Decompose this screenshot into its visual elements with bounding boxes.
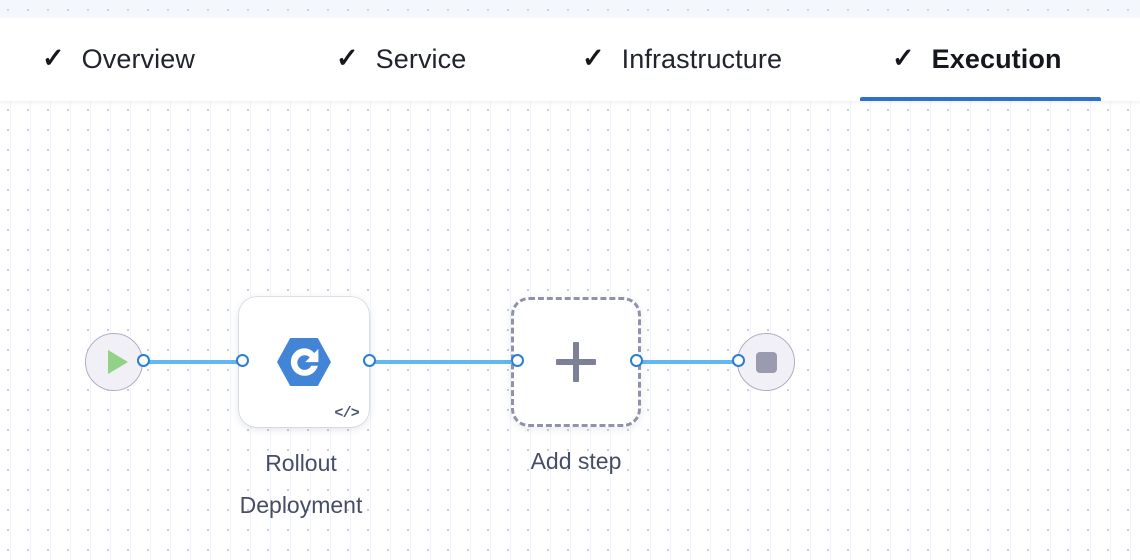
tab-execution[interactable]: ✓ Execution — [888, 18, 1066, 101]
check-icon: ✓ — [42, 43, 65, 73]
start-node[interactable] — [85, 333, 143, 391]
code-icon: </> — [334, 405, 359, 422]
pipeline-canvas[interactable]: </> Rollout Deployment Add step — [0, 101, 1140, 560]
active-tab-underline — [860, 97, 1101, 101]
add-step-node[interactable] — [511, 297, 641, 427]
end-node[interactable] — [737, 333, 795, 391]
rollout-deployment-label: Rollout Deployment — [239, 450, 363, 518]
pipeline-stage-tabs: ✓ Overview ✓ Service ✓ Infrastructure ✓ … — [0, 18, 1140, 101]
handle-rollout-source[interactable] — [363, 354, 376, 367]
check-icon: ✓ — [336, 43, 359, 73]
tab-infrastructure[interactable]: ✓ Infrastructure — [578, 18, 786, 101]
tab-overview[interactable]: ✓ Overview — [38, 18, 199, 101]
add-step-label: Add step — [530, 448, 622, 474]
edge-addstep-to-end — [636, 360, 738, 364]
plus-icon — [556, 342, 596, 382]
tab-execution-label: Execution — [931, 44, 1062, 74]
check-icon: ✓ — [892, 43, 915, 73]
edge-rollout-to-addstep — [369, 360, 517, 364]
handle-addstep-source[interactable] — [630, 354, 643, 367]
rollout-deployment-icon — [277, 338, 331, 386]
handle-start-source[interactable] — [137, 354, 150, 367]
play-icon — [107, 350, 128, 374]
top-canvas-strip — [0, 0, 1140, 18]
edge-start-to-rollout — [143, 360, 243, 364]
handle-rollout-target[interactable] — [236, 354, 249, 367]
stop-icon — [755, 351, 777, 373]
tab-infrastructure-label: Infrastructure — [621, 44, 783, 74]
tab-overview-label: Overview — [81, 44, 195, 74]
handle-end-target[interactable] — [732, 354, 745, 367]
check-icon: ✓ — [582, 43, 605, 73]
rollout-deployment-node[interactable]: </> — [239, 297, 369, 427]
tab-service[interactable]: ✓ Service — [332, 18, 470, 101]
handle-addstep-target[interactable] — [511, 354, 524, 367]
tab-service-label: Service — [375, 44, 467, 74]
